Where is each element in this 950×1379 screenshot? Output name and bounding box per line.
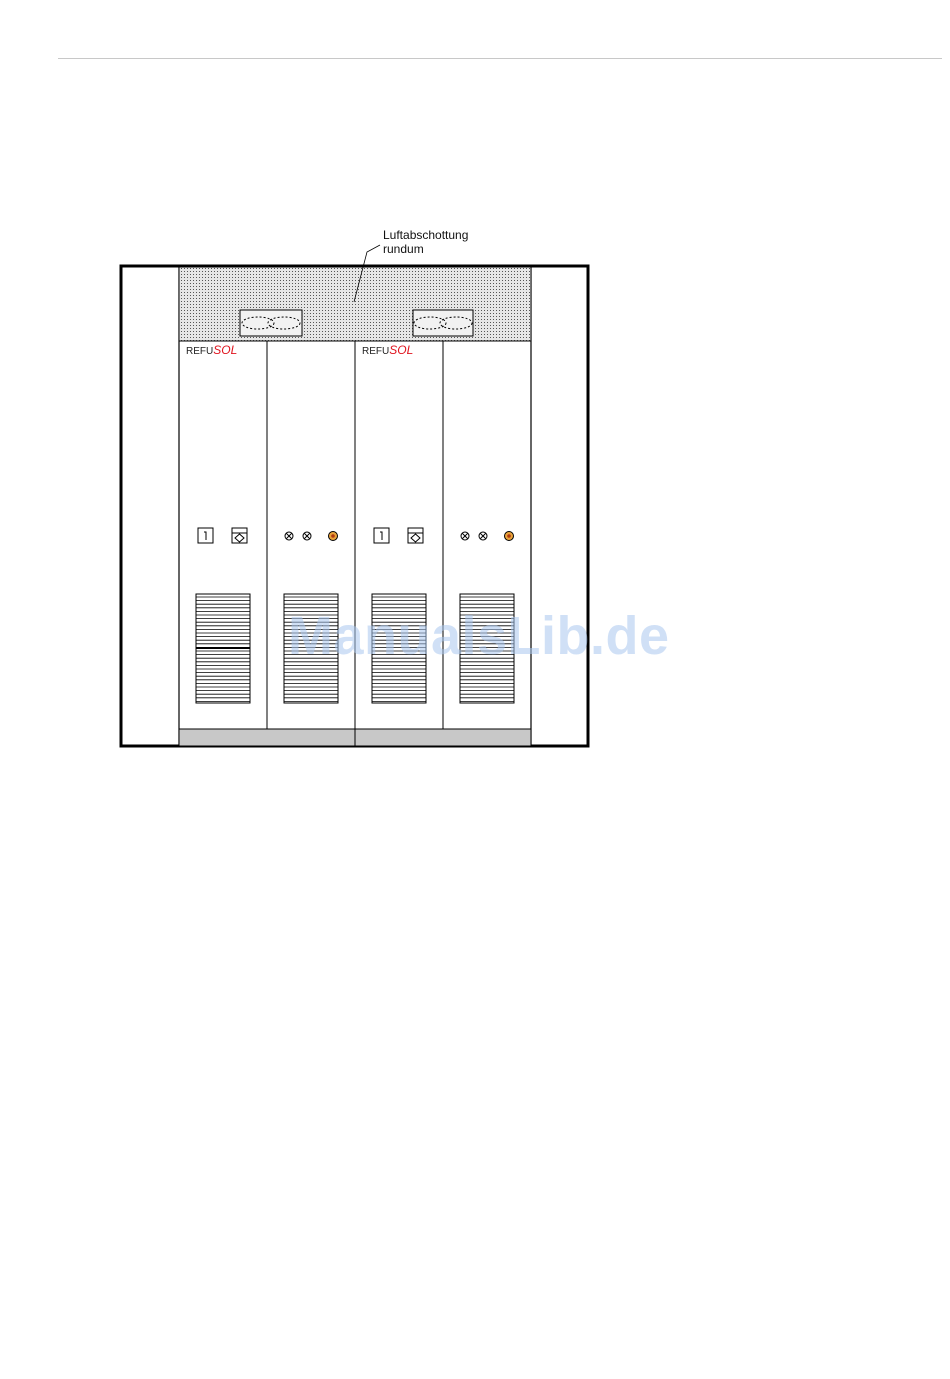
- indicator-lamp-icon: [329, 532, 338, 541]
- callout-line-2: rundum: [383, 242, 468, 256]
- callout-line-1: Luftabschottung: [383, 228, 468, 242]
- fan-icon: [413, 310, 473, 336]
- indicator-lamp-icon: [303, 532, 311, 540]
- brand-logo: REFUSOL: [186, 343, 237, 357]
- display-icon: [232, 528, 247, 543]
- indicator-lamp-icon: [461, 532, 469, 540]
- air-partition-callout: Luftabschottung rundum: [383, 228, 468, 256]
- vent-grille-icon: [196, 594, 250, 703]
- brand-part-2: SOL: [213, 343, 237, 357]
- air-partition-hood: [179, 267, 531, 341]
- switch-icon: [374, 528, 389, 543]
- indicator-lamp-icon: [479, 532, 487, 540]
- brand-logo: REFUSOL: [362, 343, 413, 357]
- watermark-text: ManualsLib.de: [288, 605, 670, 667]
- brand-part-1: REFU: [362, 346, 389, 357]
- brand-part-2: SOL: [389, 343, 413, 357]
- switch-icon: [198, 528, 213, 543]
- indicator-lamp-icon: [285, 532, 293, 540]
- fan-icon: [240, 310, 302, 336]
- brand-part-1: REFU: [186, 346, 213, 357]
- indicator-lamp-icon: [505, 532, 514, 541]
- display-icon: [408, 528, 423, 543]
